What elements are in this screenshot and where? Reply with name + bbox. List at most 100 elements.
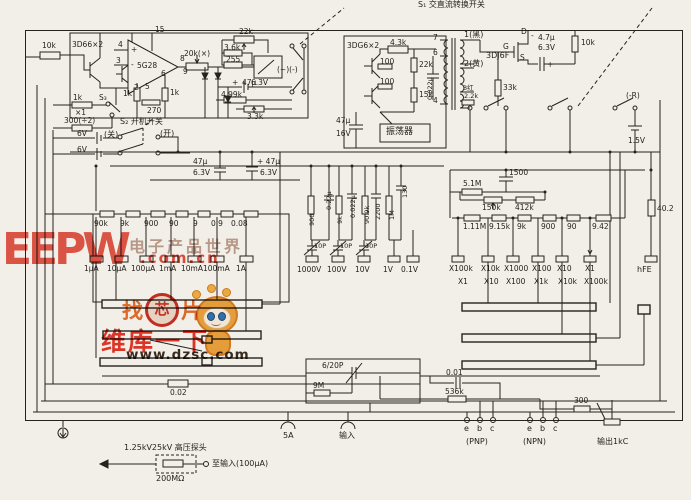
label-amp-p4: 4	[118, 40, 123, 49]
label-ohm-row1-3: X100	[532, 264, 552, 273]
label-fet-minus: -	[531, 31, 534, 40]
label-osc-r22k: 22k	[419, 60, 433, 69]
label-vdiv-tap1: 100V	[327, 265, 347, 274]
label-ohm-ch5: 9.42	[592, 222, 609, 231]
label-mid-v1: 6.3V	[193, 168, 211, 177]
label-ohm-row2-5: X100k	[584, 277, 608, 286]
label-vdiv-trim2: 10P	[365, 242, 378, 250]
label-fet-rr: (-R)	[626, 91, 640, 100]
label-fet-r10k: 10k	[581, 38, 595, 47]
label-ohm-row1-2: X1000	[504, 264, 529, 273]
opamp-triangle	[114, 33, 180, 95]
label-ohm-r51: 5.1M	[463, 179, 482, 188]
label-amp-x1: ×1	[75, 108, 87, 117]
label-vdiv-6: 1M	[388, 210, 396, 220]
label-amp-bat1: 6V	[77, 129, 87, 138]
label-vdiv-3: 0.022μ	[349, 195, 357, 218]
probe-resistance: 200MΩ	[156, 474, 185, 483]
label-ohm-row1-5: X1	[585, 264, 595, 273]
label-amp-r270: 270	[147, 106, 162, 115]
terminal-b1: b	[477, 424, 483, 433]
label-amp-p2: 2	[134, 83, 139, 92]
label-shunt-tap6: 1A	[236, 264, 246, 273]
label-bottom-r300: 300	[574, 396, 589, 405]
meter-movement	[253, 55, 283, 79]
label-osc-r22: 2.2k	[464, 92, 479, 100]
terminal-5a: 5A	[283, 431, 294, 440]
label-amp-pair: 3D66×2	[72, 40, 104, 49]
terminal-c1: c	[490, 424, 495, 433]
label-amp-r300: 300(÷2)	[64, 116, 96, 125]
terminal-e2: e	[527, 424, 532, 433]
label-ohm-row1-4: X10	[557, 264, 572, 273]
label-mid-v2: 6.3V	[260, 168, 278, 177]
label-osc-w2: 2(黄)	[464, 59, 484, 68]
label-meter-bat: 6.3V	[251, 78, 269, 87]
label-amp-s2: S₂ 开机开关	[120, 117, 163, 126]
label-amp-p5: 5	[145, 82, 150, 91]
probe-note: 至输入(100μA)	[212, 459, 269, 468]
transformer	[440, 38, 474, 110]
label-fet-plus: +	[547, 60, 554, 69]
label-meter-r36: 3.6k	[224, 43, 241, 52]
label-mid-c1: 47μ	[193, 157, 208, 166]
label-osc-w1: 1(黑)	[464, 30, 484, 39]
label-meter-r33: 3.3k	[247, 112, 264, 121]
rotary-switch-bars	[99, 299, 651, 370]
label-amp-p15: 15	[155, 25, 165, 34]
label-ohm-ch0: 1.11M	[463, 222, 487, 231]
label-shunt-tap5: 100mA	[203, 264, 230, 273]
label-ohm-c1500: 1500	[509, 168, 529, 177]
terminal-c2: c	[553, 424, 558, 433]
label-osc-c47: 47μ	[336, 116, 351, 125]
label-meter-r22k: 22k	[239, 27, 253, 36]
label-vdiv-trim0: 10P	[314, 242, 327, 250]
label-ohm-ch2: 9k	[517, 222, 527, 231]
label-shunt-tap4: 10mA	[181, 264, 203, 273]
label-ohm-hfe: hFE	[637, 265, 652, 274]
label-shunt-tap2: 100μA	[131, 264, 156, 273]
terminal-output: 输出1kC	[597, 437, 629, 446]
label-vdiv-4: 90.9k	[363, 205, 371, 224]
label-ohm-row1-1: X10k	[481, 264, 501, 273]
label-shunt-r0: 90k	[94, 219, 108, 228]
label-mid-c2: + 47μ	[257, 157, 280, 166]
label-meter-plus: +	[232, 78, 239, 87]
label-fet-name: 3DJ6F	[486, 51, 510, 60]
label-osc-ra: 100	[380, 57, 395, 66]
label-vdiv-7: 130	[401, 185, 409, 198]
terminal-pnp: (PNP)	[466, 437, 488, 446]
terminal-b2: b	[540, 424, 546, 433]
label-ohm-ch4: 90	[567, 222, 577, 231]
label-fet-c47: 4.7μ	[538, 33, 555, 42]
label-shunt-r1: 9k	[120, 219, 130, 228]
label-meter-r499: 4.99k	[221, 90, 243, 99]
label-osc-p6: 6	[433, 48, 438, 57]
probe-title: 1.25kV25kV 高压探头	[124, 443, 207, 452]
label-fet-r33k: 33k	[503, 83, 517, 92]
label-fet-s: S	[520, 53, 525, 62]
label-vdiv-tap4: 0.1V	[401, 265, 419, 274]
label-bottom-r002: 0.02	[170, 388, 187, 397]
s1-switch-title: S₁ 交直流转换开关	[418, 0, 485, 9]
label-osc-v16: 16V	[336, 129, 351, 138]
label-ohm-row2-3: X1k	[534, 277, 549, 286]
label-amp-on: (开)	[160, 129, 175, 138]
terminal-e1: e	[464, 424, 469, 433]
label-fet-d: D	[521, 27, 527, 36]
label-ohm-r402: 40.2	[657, 204, 674, 213]
label-ohm-r150: 150k	[482, 203, 501, 212]
label-osc-pair: 3DG6×2	[347, 41, 380, 50]
label-meter-mov: 47μ	[242, 78, 257, 87]
label-vdiv-trim1: 10P	[340, 242, 353, 250]
label-shunt-r4: 9	[193, 219, 198, 228]
label-bottom-r536: 536k	[445, 387, 464, 396]
label-osc-name: 振荡器	[386, 127, 414, 137]
label-osc-r15k: 15k	[419, 90, 433, 99]
label-amp-minus: -	[131, 60, 134, 69]
label-ohm-row1-0: X100k	[449, 264, 473, 273]
label-amp-plus: +	[131, 45, 138, 54]
label-osc-p4: 4	[433, 96, 438, 105]
label-fet-v63: 6.3V	[538, 43, 556, 52]
